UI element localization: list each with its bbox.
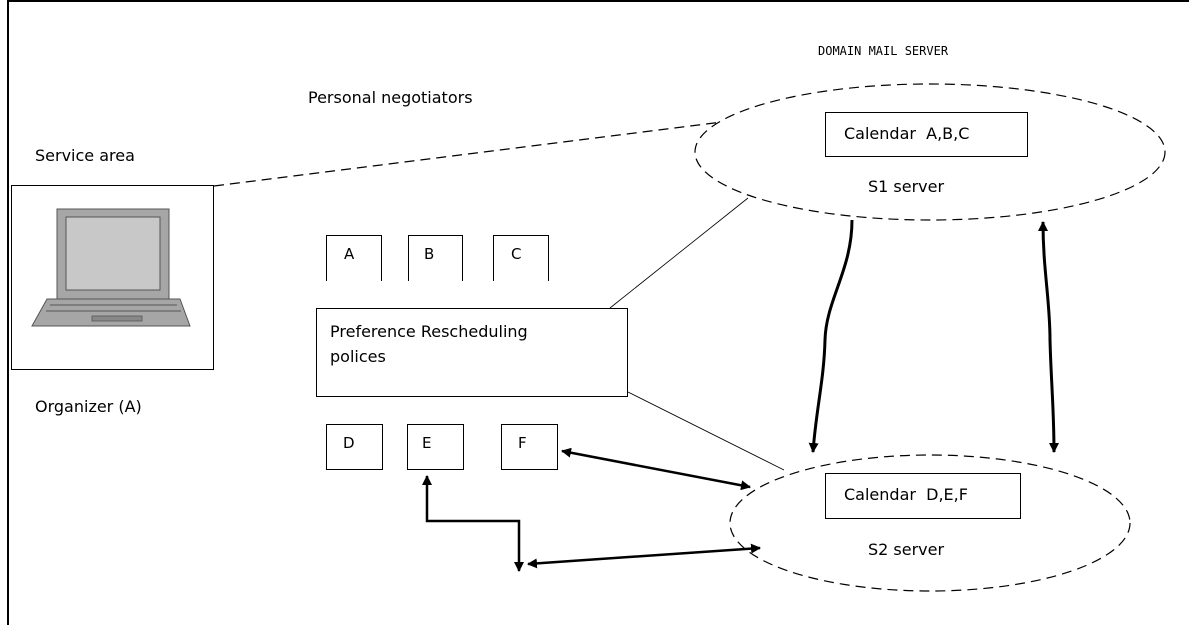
domain-mail-server-label: DOMAIN MAIL SERVER [818,44,949,58]
f-to-s2-arrow [561,447,751,491]
policy-to-s1-link [609,197,749,309]
policy-line-2: polices [330,347,386,366]
negotiator-f-label: F [518,434,527,452]
negotiator-e-label: E [422,434,432,452]
s1-s2-bidirectional-arrow [1038,221,1059,453]
negotiator-a-label: A [344,245,355,263]
s1-server-label: S1 server [868,177,945,196]
negotiator-c-label: C [511,245,522,263]
negotiator-c: C [493,235,549,281]
organizer-label: Organizer (A) [35,397,142,416]
rescheduling-policy-box: Preference Rescheduling polices [316,308,628,397]
negotiator-b: B [408,235,463,281]
s1-calendar-label: Calendar A,B,C [844,124,970,143]
s2-server-label: S2 server [868,540,945,559]
negotiator-e: E [407,424,464,470]
s2-calendar-label: Calendar D,E,F [844,485,968,504]
s1-calendar-box: Calendar A,B,C [825,112,1028,157]
negotiator-a: A [326,235,382,281]
policy-line-1: Preference Rescheduling [330,322,528,341]
service-area-box [11,185,214,370]
s2-calendar-box: Calendar D,E,F [825,473,1021,519]
s2-server-ellipse [729,454,1131,592]
e-stepped-connector [422,475,524,572]
s1-server-ellipse [694,83,1166,221]
service-area-label: Service area [35,146,135,165]
negotiator-b-label: B [424,245,435,263]
personal-negotiators-label: Personal negotiators [308,88,473,107]
negotiator-d-label: D [343,434,355,452]
laptop-icon [31,208,191,327]
service-to-s1-link [213,121,723,187]
policy-to-s2-link [627,391,785,471]
s1-to-s2-arrow [808,219,854,453]
junction-to-s2-arrow [527,543,761,569]
negotiator-d: D [326,424,383,470]
diagram-frame [7,0,1189,625]
negotiator-f: F [501,424,558,470]
